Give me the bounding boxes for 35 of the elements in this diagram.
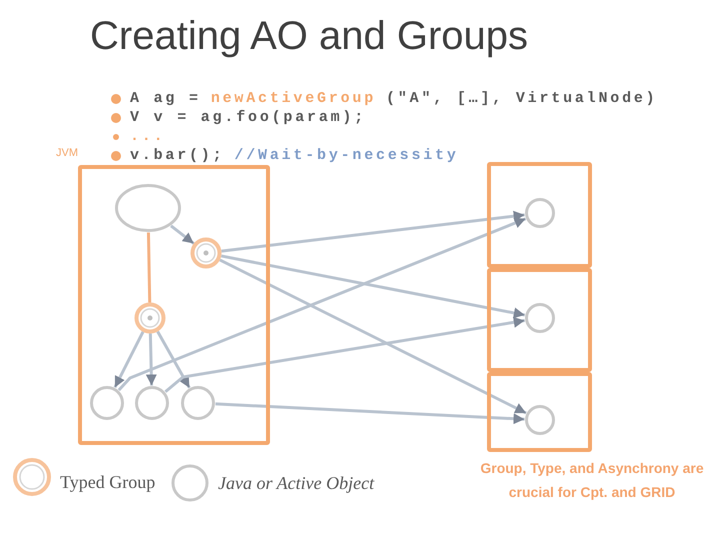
object-circle: [134, 385, 170, 421]
arrow: [114, 331, 144, 388]
arrow: [118, 217, 526, 392]
arrow: [215, 402, 525, 424]
code-text: //Wait-by-necessity: [234, 146, 459, 165]
code-text: ("A", […], VirtualNode): [386, 89, 658, 108]
arrow: [164, 316, 525, 393]
slide-title: Creating AO and Groups: [90, 14, 528, 59]
code-text: A ag =: [130, 89, 201, 108]
box-title: JVM: [56, 147, 78, 159]
arrow: [219, 258, 527, 414]
group-ring: [190, 237, 222, 269]
arrow: [221, 210, 525, 253]
container-box: [487, 372, 592, 452]
object-ellipse: [114, 183, 182, 233]
container-box: [487, 162, 592, 268]
legend-text: Typed Group: [60, 472, 156, 493]
object-circle: [180, 385, 216, 421]
code-text: ...: [130, 127, 166, 146]
code-text: v.bar();: [130, 146, 224, 165]
arrow: [146, 333, 157, 386]
note-text: Group, Type, and Asynchrony are crucial for Cpt. and GRID: [479, 459, 705, 502]
connector-line: [146, 232, 152, 303]
container-box: [487, 268, 592, 372]
legend-text: Java or Active Object: [218, 473, 374, 494]
object-circle: [89, 385, 125, 421]
object-circle: [524, 197, 556, 229]
object-circle: [524, 404, 556, 436]
object-circle: [524, 302, 556, 334]
arrow: [220, 254, 526, 318]
code-text: V v = ag.foo(param);: [130, 108, 366, 127]
group-ring: [134, 302, 166, 334]
arrow: [170, 224, 195, 245]
arrow: [156, 330, 191, 388]
code-text: newActiveGroup: [210, 89, 376, 108]
